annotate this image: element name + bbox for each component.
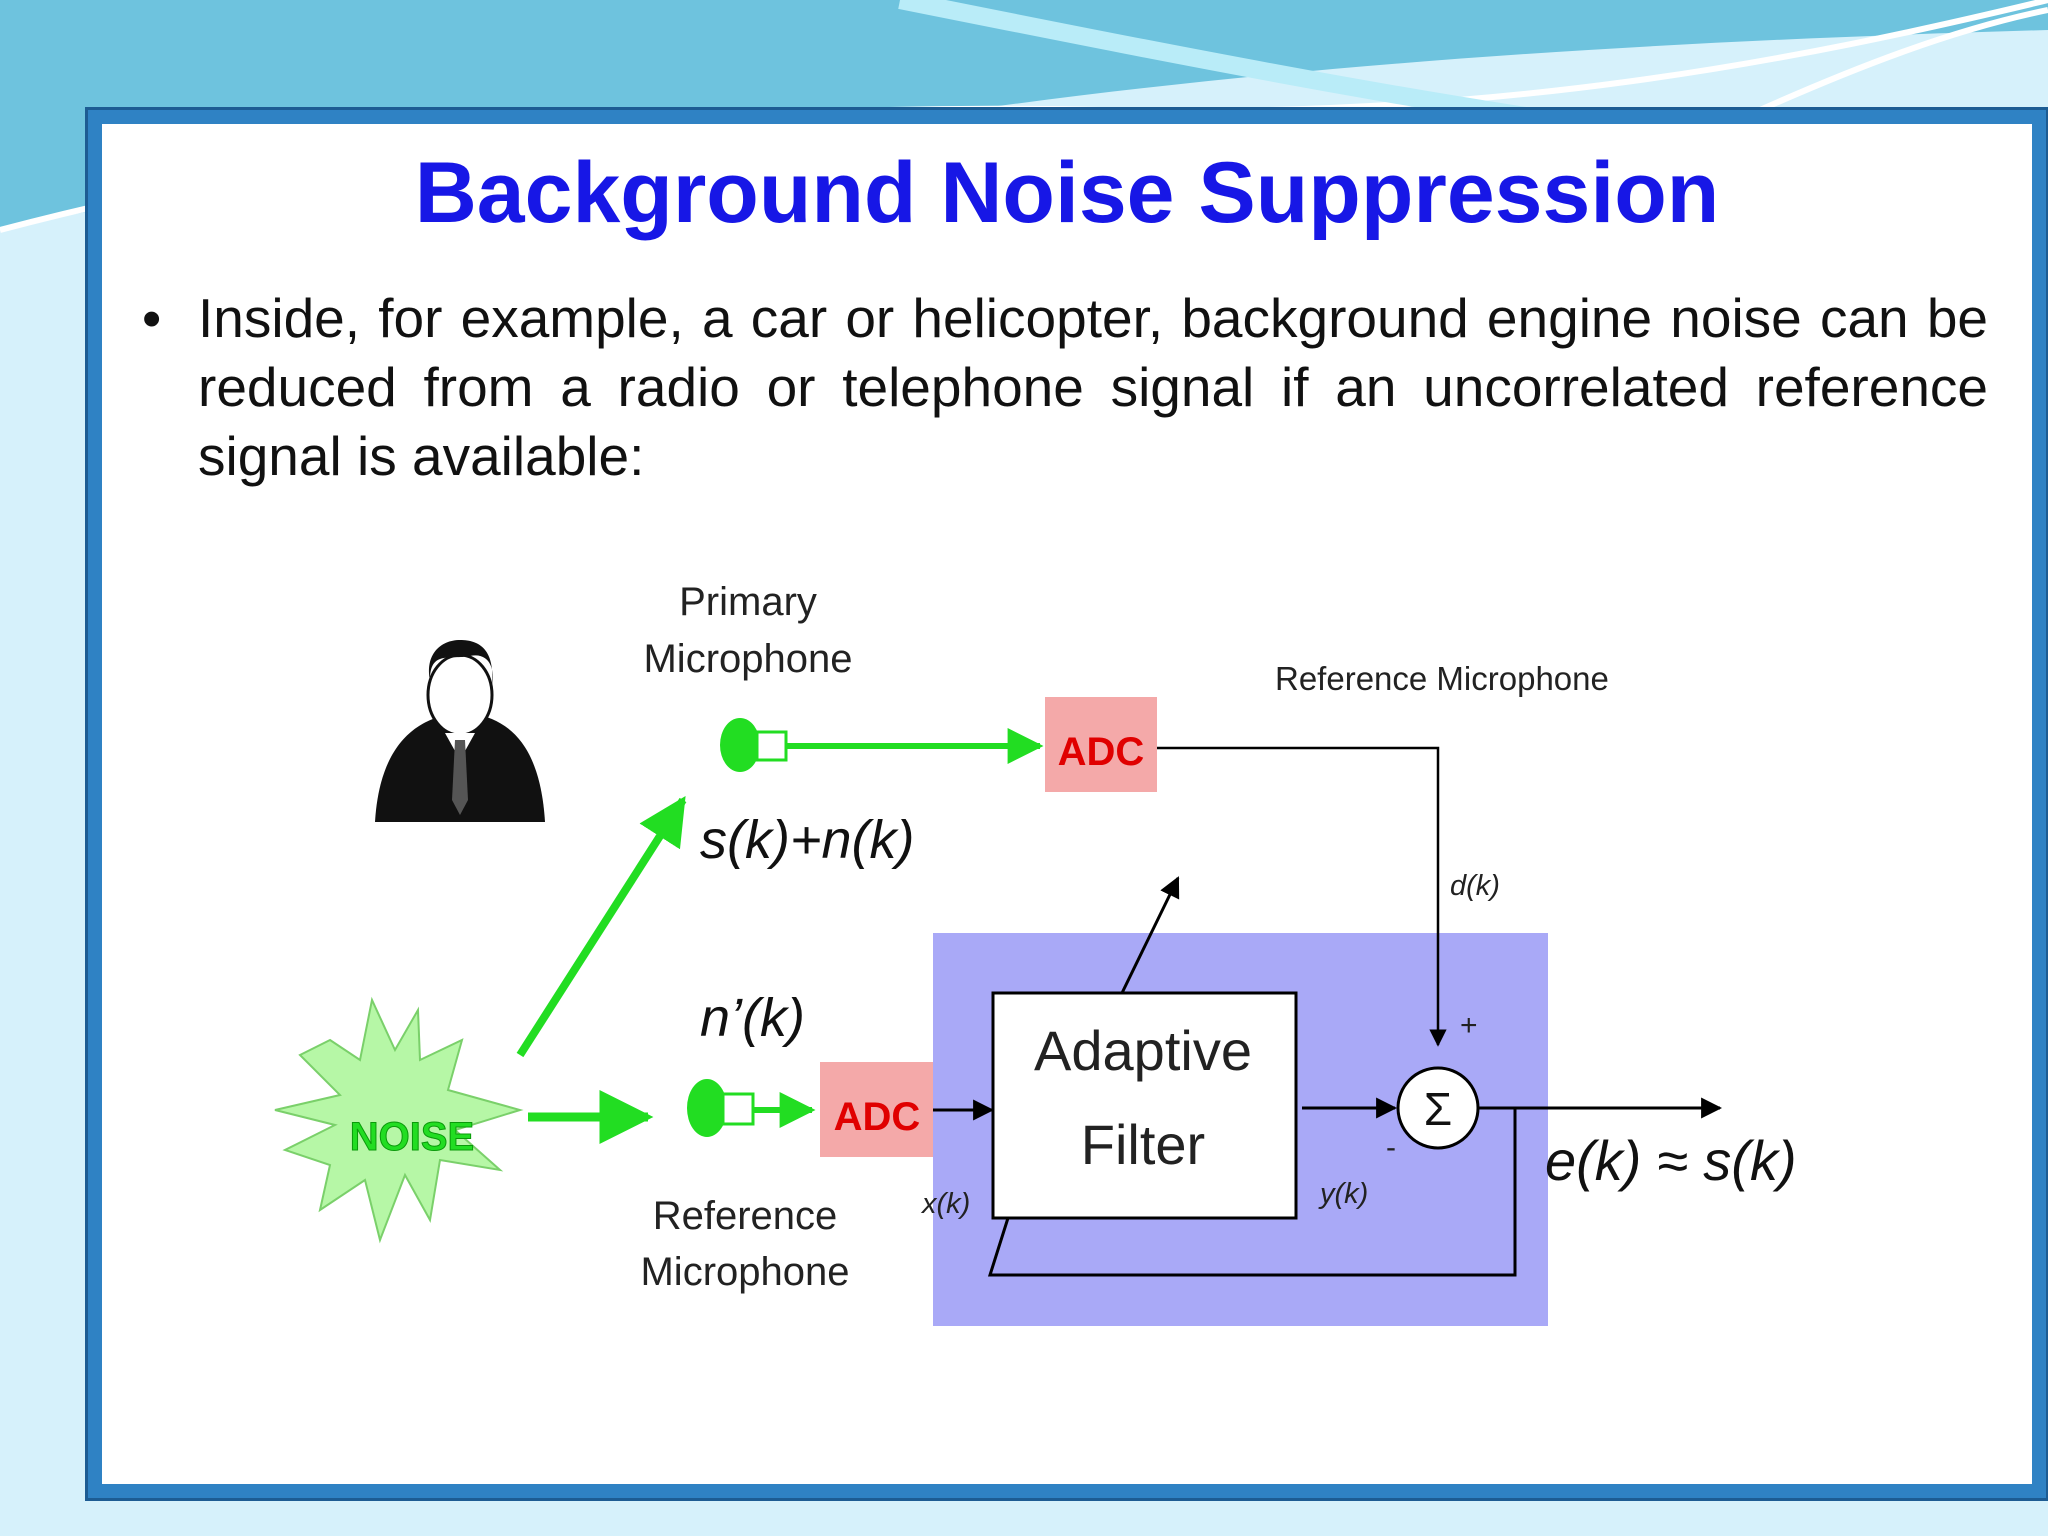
reference-mic-label-line2: Microphone — [640, 1250, 849, 1294]
adc-reference-label: ADC — [834, 1095, 921, 1139]
plus-sign: + — [1460, 1009, 1478, 1042]
primary-microphone-icon — [720, 718, 788, 772]
sum-symbol: Σ — [1424, 1083, 1452, 1135]
adaptive-filter-label-line2: Filter — [1081, 1113, 1205, 1176]
noise-label: NOISE — [350, 1115, 474, 1159]
error-feedback-line — [987, 1108, 1517, 1277]
adc-reference-box — [820, 1062, 933, 1157]
adc-primary-label: ADC — [1058, 730, 1145, 774]
primary-mic-label-line1: Primary — [679, 580, 817, 624]
reference-microphone-icon — [687, 1079, 755, 1137]
output-label: e(k) ≈ s(k) — [1545, 1129, 1797, 1192]
reference-mic-top-label: Reference Microphone — [1275, 660, 1609, 697]
signal-reference-label: n’(k) — [700, 988, 805, 1048]
x-label: x(k) — [920, 1188, 970, 1220]
d-signal-line — [1157, 746, 1447, 1047]
noise-burst-icon: NOISE — [274, 996, 524, 1244]
slide-title: Background Noise Suppression — [414, 145, 1720, 241]
primary-mic-label-line2: Microphone — [643, 637, 852, 681]
slide-frame: Background Noise Suppression • Inside, f… — [88, 110, 2046, 1498]
adaptation-arrow — [1120, 876, 1180, 994]
signal-primary-label: s(k)+n(k) — [700, 810, 915, 870]
adaptive-filter-box — [991, 991, 1298, 1220]
noise-suppression-diagram: NOISE Primary Microphone ADC s(k)+n(k) R… — [274, 580, 1797, 1326]
bullet-marker: • — [142, 287, 162, 349]
adc-primary-box — [1045, 697, 1157, 792]
d-label: d(k) — [1450, 870, 1500, 902]
adaptive-filter-label-line1: Adaptive — [1034, 1019, 1252, 1082]
reference-mic-label-line1: Reference — [653, 1194, 838, 1238]
bullet-text: Inside, for example, a car or helicopter… — [198, 287, 1988, 487]
person-icon — [375, 640, 545, 822]
noise-to-primary-arrow — [516, 795, 687, 1058]
minus-sign: - — [1386, 1131, 1396, 1164]
y-label: y(k) — [1318, 1178, 1368, 1210]
